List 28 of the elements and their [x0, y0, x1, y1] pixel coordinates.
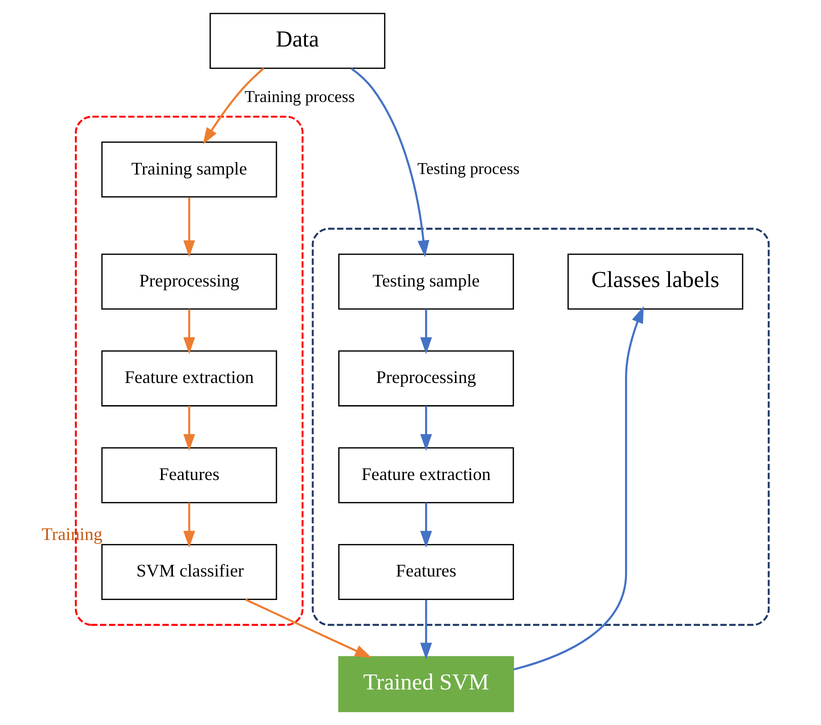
arrow — [183, 406, 196, 451]
node-box: Trained SVM — [338, 656, 514, 712]
arrow — [183, 502, 196, 548]
node-box: Feature extraction — [338, 447, 514, 504]
node-box: Preprocessing — [338, 350, 514, 406]
node-box: Feature extraction — [101, 350, 278, 406]
arrow — [420, 600, 432, 660]
arrow — [202, 68, 264, 144]
node-box: Data — [210, 12, 386, 69]
arrow — [245, 598, 372, 658]
arrow — [420, 502, 432, 548]
node-box: Preprocessing — [101, 254, 278, 310]
arrow — [350, 68, 430, 258]
edge-label: Testing process — [417, 158, 520, 178]
node-box: Classes labels — [567, 254, 744, 310]
arrow — [420, 406, 432, 451]
edge-label: Training process — [244, 86, 355, 106]
node-box: SVM classifier — [101, 544, 278, 600]
arrow — [420, 309, 432, 354]
arrow — [183, 309, 196, 354]
node-label: Training — [42, 524, 102, 544]
node-box: Training sample — [101, 142, 278, 198]
arrow — [183, 197, 196, 258]
node-box: Features — [338, 544, 514, 600]
node-box: Features — [101, 447, 278, 504]
node-box: Testing sample — [338, 254, 514, 310]
cluster — [312, 228, 770, 626]
arrow — [514, 306, 644, 670]
